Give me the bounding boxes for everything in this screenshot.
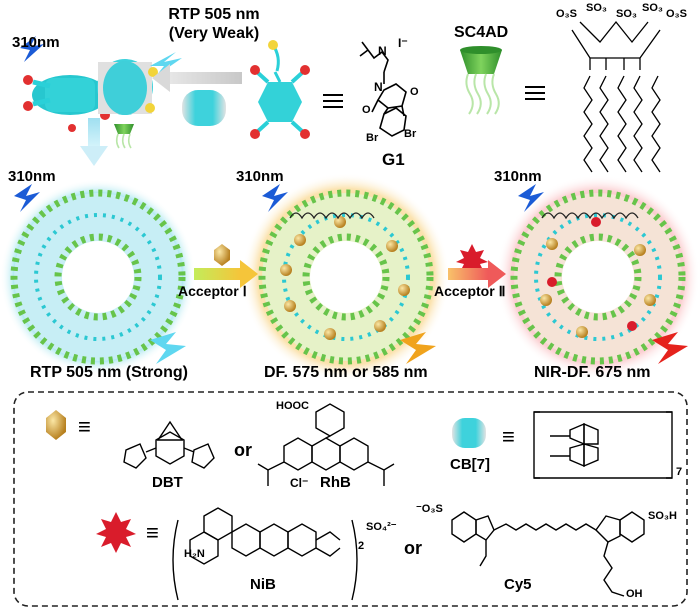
cb7-macrocycle-icon — [182, 90, 226, 126]
arrow-acceptor1 — [194, 260, 258, 288]
sc4ad-sulfonate-3: SO₃ — [616, 8, 637, 20]
sc4ad-sulfonate-5: O₃S — [666, 8, 687, 20]
rhb-label: RhB — [320, 474, 351, 491]
dbt-structure — [123, 420, 215, 469]
assembly-cyan — [0, 179, 196, 375]
emission-bolt-cyan — [150, 332, 186, 364]
g1-atom-br1: Br — [366, 132, 379, 144]
excitation-label-left: 310nm — [8, 168, 56, 185]
assembly-red — [496, 175, 700, 379]
g1-structure — [359, 41, 407, 137]
dbt-label: DBT — [152, 474, 183, 491]
acceptor1-label: Acceptor Ⅰ — [178, 283, 247, 299]
rhb-counterion: Cl⁻ — [290, 476, 309, 490]
equiv-sign-cb7: ≡ — [502, 424, 515, 449]
excitation-label-top: 310nm — [12, 34, 60, 51]
cy5-sulfonate-right: SO₃H — [648, 510, 677, 522]
legend-acceptor1-icon — [46, 410, 66, 440]
sc4ad-sulfonate-2: SO₃ — [586, 2, 607, 14]
cb7-structure — [533, 411, 673, 479]
sc4ad-sulfonate-4: SO₃ — [642, 2, 663, 14]
or-label-2: or — [404, 538, 422, 558]
nib-counterion: SO₄²⁻ — [366, 521, 397, 533]
cy5-label: Cy5 — [504, 576, 532, 593]
acceptor1-icon — [214, 244, 230, 266]
equiv-sign-g1 — [323, 94, 343, 108]
arrow-acceptor2 — [448, 260, 506, 288]
rhb-acid-group: HOOC — [276, 400, 309, 412]
cb7-subscript: 7 — [676, 466, 683, 478]
equiv-sign-sc4ad — [525, 86, 545, 100]
excitation-bolt-center — [262, 184, 288, 212]
cy5-acid: OH — [626, 588, 643, 600]
nib-amine: H₂N — [184, 548, 205, 560]
g1-label: G1 — [382, 150, 405, 169]
arrow-down-assembly — [80, 118, 108, 166]
caption-df: DF. 575 nm or 585 nm — [264, 364, 428, 381]
rtp-weak-label-line1: RTP 505 nm — [168, 6, 260, 23]
sc4ad-sulfonate-1: O₃S — [556, 8, 577, 20]
arrow-assembly-left — [152, 64, 242, 92]
sc4ad-cup-icon — [460, 46, 502, 115]
sc4ad-structure — [571, 20, 661, 173]
nib-structure — [172, 507, 358, 601]
excitation-bolt-right — [518, 184, 544, 212]
weak-rtp-bolt — [150, 52, 182, 76]
or-label-1: or — [234, 440, 252, 460]
excitation-bolt-top — [20, 36, 44, 62]
emission-bolt-orange — [400, 332, 436, 364]
sc4ad-cup-small — [114, 124, 134, 149]
legend-acceptor2-icon — [96, 512, 136, 553]
excitation-bolt-left — [14, 184, 40, 212]
cb7-label: CB[7] — [450, 456, 490, 473]
g1-atom-iodide: I⁻ — [398, 36, 408, 50]
rhb-structure — [257, 403, 395, 486]
rtp-weak-label-line2: (Very Weak) — [168, 25, 260, 42]
assembly-orange — [242, 173, 450, 381]
g1-atom-n-plus: N — [378, 44, 387, 58]
cy5-sulfonate-left: ⁻O₃S — [416, 503, 443, 515]
cy5-structure — [451, 511, 645, 597]
acceptor2-label: Acceptor Ⅱ — [434, 283, 506, 299]
nib-label: NiB — [250, 576, 276, 593]
g1-cb7-complex — [23, 59, 158, 132]
g1-atom-o2: O — [410, 86, 419, 98]
caption-nir-df: NIR-DF. 675 nm — [534, 364, 651, 381]
legend-cb7-icon — [452, 418, 486, 448]
sc4ad-label: SC4AD — [454, 24, 509, 41]
g1-cartoon — [250, 40, 310, 139]
legend-box — [13, 391, 688, 607]
excitation-label-right: 310nm — [494, 168, 542, 185]
excitation-label-center: 310nm — [236, 168, 284, 185]
caption-rtp-strong: RTP 505 nm (Strong) — [30, 364, 188, 381]
equiv-sign-acceptor2: ≡ — [146, 520, 159, 545]
g1-atom-o1: O — [362, 104, 371, 116]
emission-bolt-red — [652, 332, 688, 364]
g1-atom-n-imide: N — [374, 80, 383, 94]
equiv-sign-acceptor1: ≡ — [78, 414, 91, 439]
g1-atom-br2: Br — [404, 128, 417, 140]
nib-subscript: 2 — [358, 540, 365, 552]
